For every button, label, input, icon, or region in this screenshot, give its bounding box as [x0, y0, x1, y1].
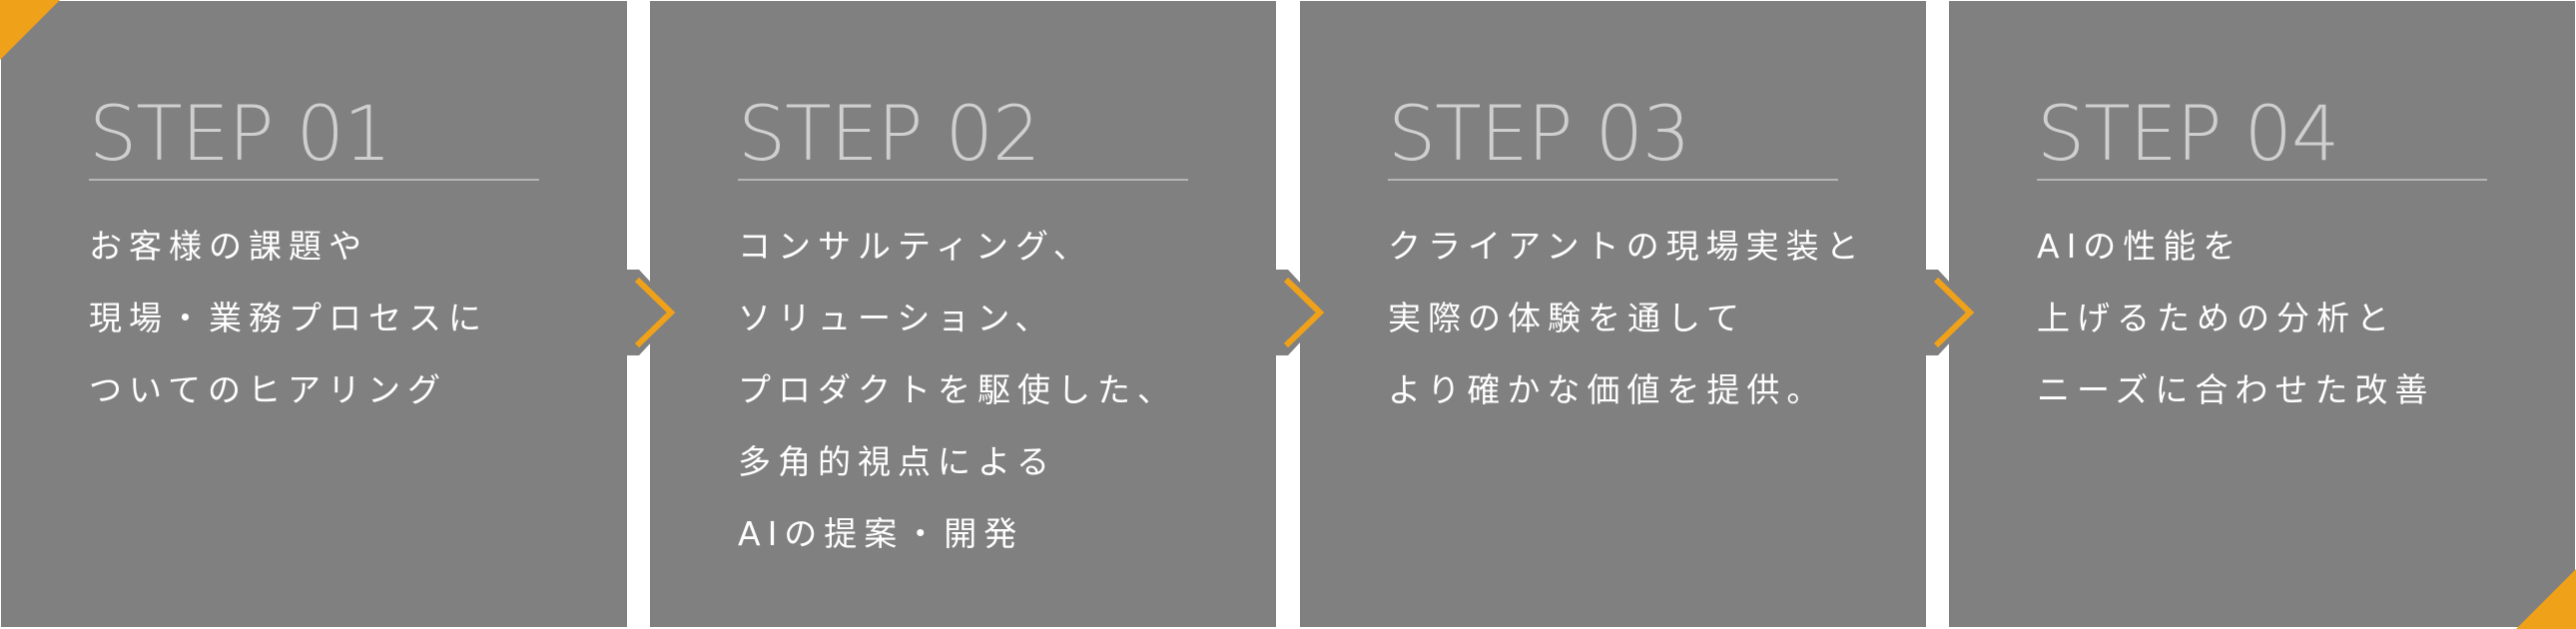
- step-divider: [738, 179, 1188, 181]
- step-description: クライアントの現場実装と 実際の体験を通して より確かな価値を提供。: [1388, 211, 1907, 426]
- step-panel-01: STEP 01 お客様の課題や 現場・業務プロセスに ついてのヒアリング: [1, 1, 627, 627]
- description-line: ニーズに合わせた改善: [2037, 370, 2435, 409]
- step-divider: [89, 179, 539, 181]
- corner-triangle-icon: [0, 0, 60, 60]
- description-line: ついてのヒアリング: [89, 370, 448, 409]
- step-panel-03: STEP 03 クライアントの現場実装と 実際の体験を通して より確かな価値を提…: [1300, 1, 1926, 627]
- description-line: プロダクトを駆使した、: [738, 370, 1177, 409]
- step-description: お客様の課題や 現場・業務プロセスに ついてのヒアリング: [89, 211, 608, 426]
- step-panel-02: STEP 02 コンサルティング、 ソリューション、 プロダクトを駆使した、 多…: [650, 1, 1276, 627]
- step-label: STEP 04: [2037, 89, 2339, 178]
- step-label: STEP 02: [738, 89, 1040, 178]
- description-line: コンサルティング、: [738, 227, 1093, 266]
- step-panel-04: STEP 04 AIの性能を 上げるための分析と ニーズに合わせた改善: [1949, 1, 2575, 627]
- step-divider: [1388, 179, 1838, 181]
- description-line: 現場・業務プロセスに: [89, 299, 488, 337]
- step-label: STEP 03: [1388, 89, 1690, 178]
- step-description: コンサルティング、 ソリューション、 プロダクトを駆使した、 多角的視点による …: [738, 211, 1257, 570]
- description-line: より確かな価値を提供。: [1388, 370, 1827, 409]
- description-line: AIの提案・開発: [738, 514, 1024, 553]
- chevron-right-icon: [627, 270, 679, 355]
- step-label: STEP 01: [89, 89, 391, 178]
- description-line: AIの性能を: [2037, 227, 2244, 266]
- corner-triangle-icon: [2516, 569, 2576, 629]
- description-line: 上げるための分析と: [2037, 299, 2396, 337]
- step-description: AIの性能を 上げるための分析と ニーズに合わせた改善: [2037, 211, 2556, 426]
- description-line: 実際の体験を通して: [1388, 299, 1747, 337]
- chevron-right-icon: [1276, 270, 1328, 355]
- chevron-right-icon: [1926, 270, 1978, 355]
- description-line: 多角的視点による: [738, 442, 1057, 481]
- step-divider: [2037, 179, 2487, 181]
- description-line: クライアントの現場実装と: [1388, 227, 1866, 266]
- description-line: お客様の課題や: [89, 227, 368, 266]
- description-line: ソリューション、: [738, 299, 1055, 337]
